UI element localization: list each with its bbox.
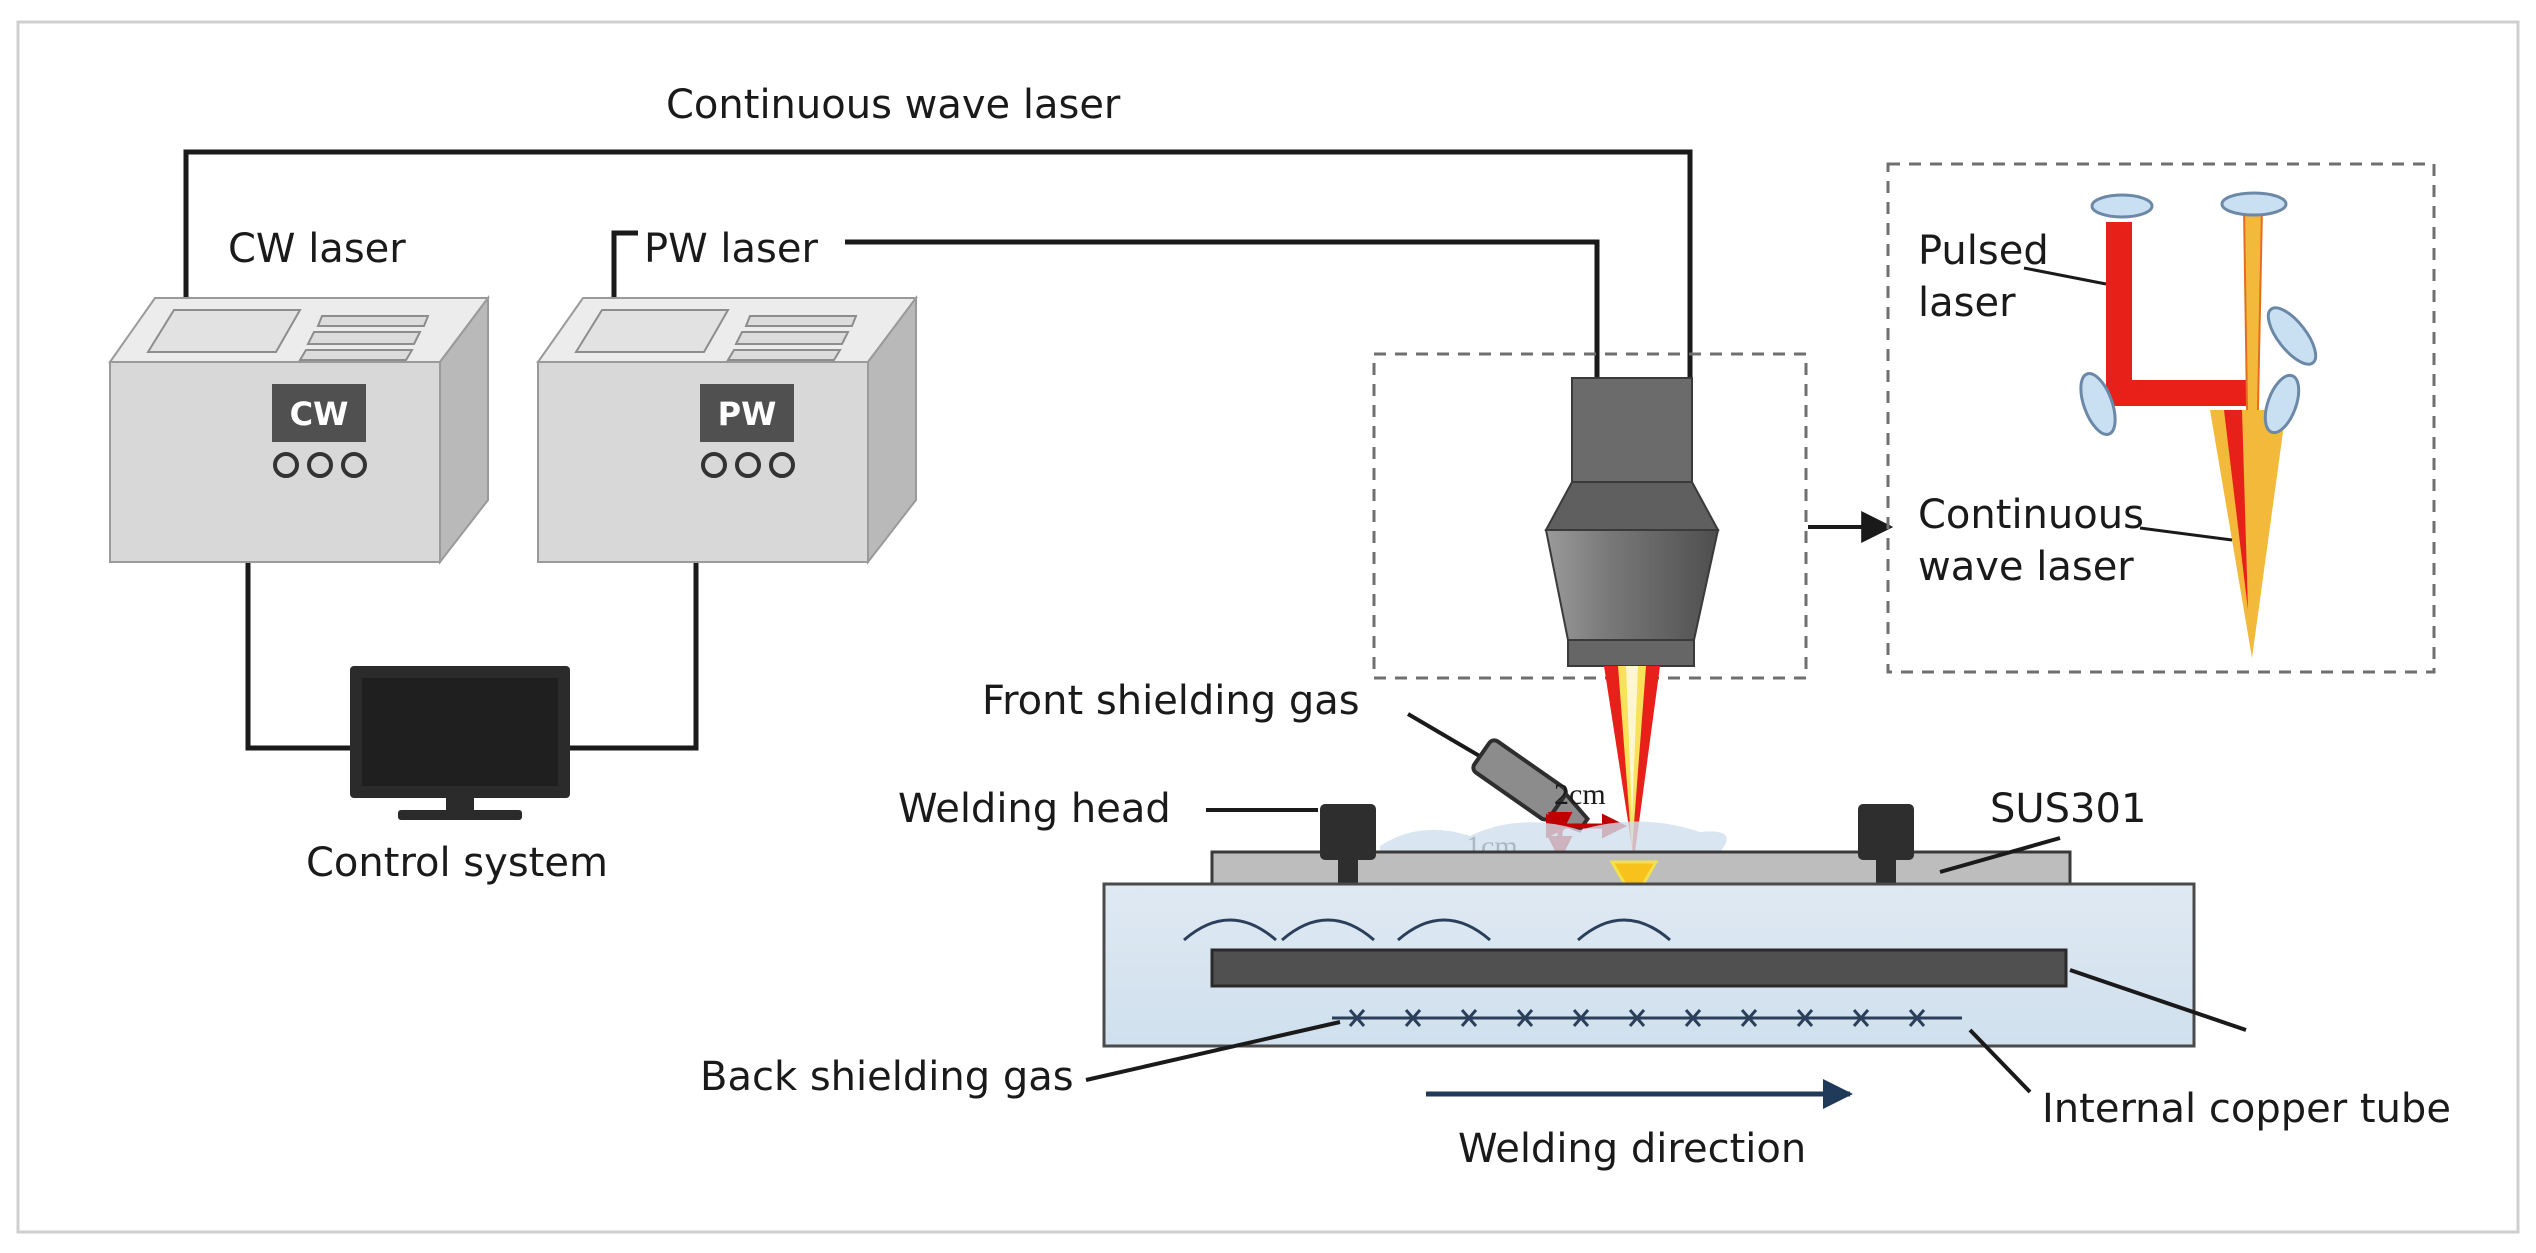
pw-knob-1: [701, 452, 727, 478]
welding-direction-label: Welding direction: [1458, 1126, 1806, 1172]
clamp-right: [1858, 804, 1914, 886]
inset-pulsed-label-line2: laser: [1918, 280, 2016, 326]
control-system-monitor: [350, 666, 570, 820]
pw-display-label: PW: [718, 395, 777, 433]
sus301-label: SUS301: [1990, 786, 2146, 832]
inset-cw-label-line1: Continuous: [1918, 492, 2144, 538]
inset-optics: [2079, 191, 2318, 658]
pw-laser-label: PW laser: [644, 226, 818, 272]
zoom-region-box: [1372, 352, 1808, 680]
cw-knob-2: [307, 452, 333, 478]
leader-lines: [1085, 808, 2247, 1094]
continuous-wave-laser-top-label: Continuous wave laser: [666, 82, 1121, 128]
pw-laser-cabinet: PW: [536, 295, 918, 565]
fiber-lines: [183, 149, 1693, 751]
back-gas-line: [1332, 1009, 1962, 1027]
back-shielding-gas-label: Back shielding gas: [700, 1054, 1074, 1100]
cw-display: [272, 384, 366, 442]
weld-point: [1609, 860, 1659, 903]
inset-pulsed-label-line1: Pulsed: [1918, 228, 2049, 274]
inset-box: [1886, 162, 2436, 674]
inset-cw-label-line2: wave laser: [1918, 544, 2134, 590]
pw-display: [700, 384, 794, 442]
pw-knob-3: [769, 452, 795, 478]
laser-beam: [1604, 666, 1660, 860]
cw-knob-3: [341, 452, 367, 478]
clamp-left: [1320, 804, 1376, 886]
cw-laser-cabinet: CW: [108, 295, 490, 565]
control-system-label: Control system: [306, 840, 608, 886]
copper-tube-bar: [1210, 948, 2068, 988]
welding-head-label: Welding head: [898, 786, 1171, 832]
cw-laser-label: CW laser: [228, 226, 406, 272]
inset-leaders: [2023, 266, 2233, 542]
cw-knob-1: [273, 452, 299, 478]
dim-2cm-label: 2cm: [1554, 778, 1606, 811]
pw-knob-2: [735, 452, 761, 478]
cw-display-label: CW: [290, 395, 349, 433]
welding-head: [1544, 377, 1720, 667]
gas-flow-arcs: [1183, 918, 1671, 942]
front-gas-cloud: [1380, 821, 1727, 852]
front-shielding-gas-label: Front shielding gas: [982, 678, 1360, 724]
internal-copper-tube-label: Internal copper tube: [2042, 1086, 2451, 1132]
